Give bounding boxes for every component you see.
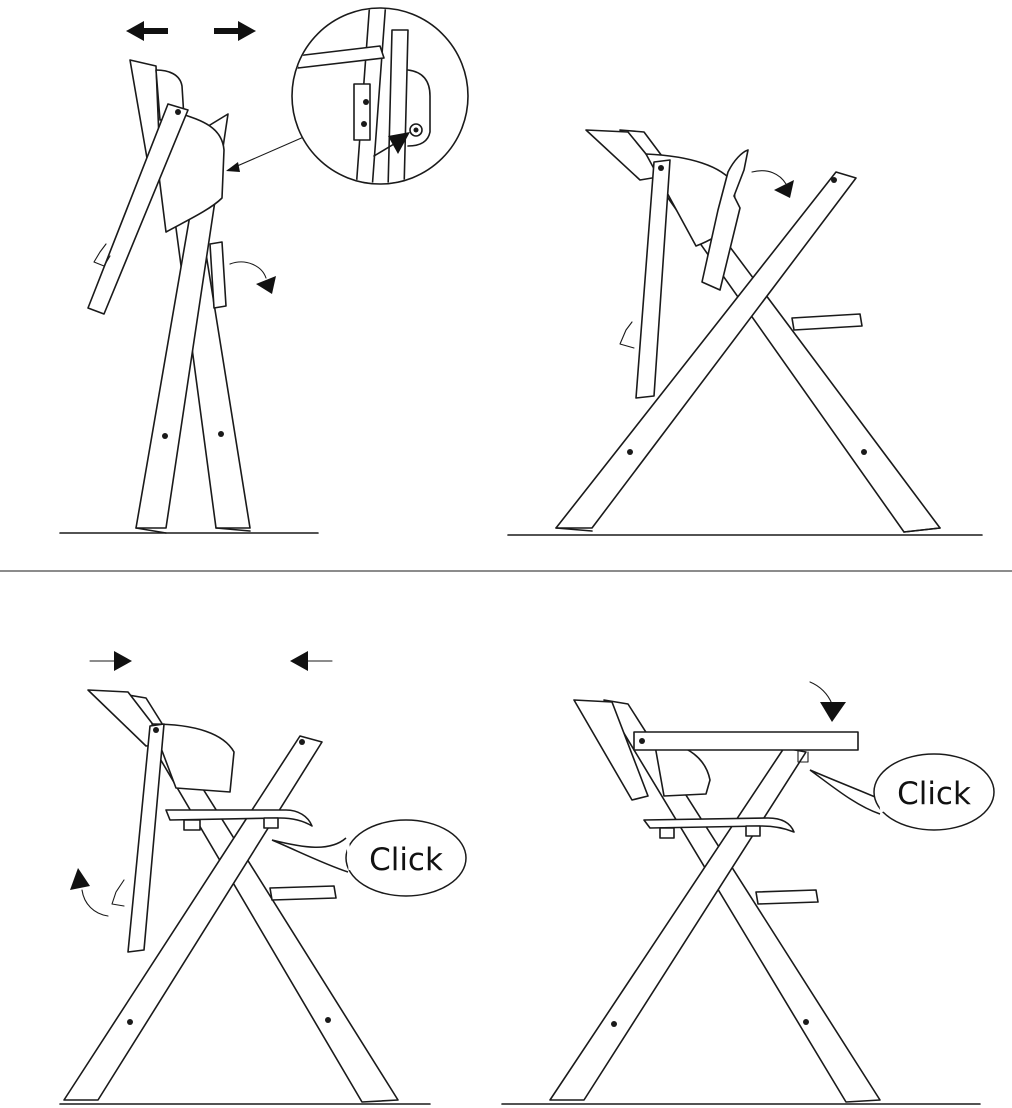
click-callout: Click [809, 753, 995, 831]
front-leg [135, 113, 229, 529]
front-leg [603, 699, 881, 1103]
step-4-panel: Click [501, 681, 995, 1105]
click-label: Click [897, 776, 971, 812]
rotate-arrow-icon [229, 261, 276, 294]
step-2-panel [507, 129, 983, 536]
rear-leg [63, 735, 323, 1101]
tray-rear [573, 699, 649, 801]
step-3-panel: Click [59, 651, 467, 1105]
footrest-folded [209, 241, 227, 309]
tray-horizontal [633, 731, 859, 751]
seat-folded [701, 149, 749, 291]
arm-bar [87, 103, 189, 315]
footrest [791, 313, 863, 331]
click-callout: Click [271, 819, 467, 897]
front-leg [121, 693, 399, 1103]
rotate-arrow-icon [751, 170, 794, 198]
arrow-right-icon [214, 21, 256, 41]
footrest [269, 885, 337, 901]
rear-leg [555, 171, 857, 529]
arrow-left-icon [126, 21, 168, 41]
seat-plate [165, 809, 313, 827]
arrow-left-icon [290, 651, 333, 671]
detail-magnifier [291, 7, 469, 185]
footrest [755, 889, 819, 905]
seat-back [151, 723, 235, 793]
seat-plate [643, 817, 795, 833]
click-label: Click [369, 842, 443, 878]
rotate-arrow-icon [70, 868, 109, 917]
down-arrow-icon [809, 681, 846, 722]
arrow-right-icon [89, 651, 132, 671]
detail-arrow-icon [373, 132, 410, 157]
step-1-panel [59, 7, 469, 534]
detail-pointer [227, 135, 307, 171]
arm-bar [635, 159, 671, 399]
arm-bar [127, 723, 165, 953]
